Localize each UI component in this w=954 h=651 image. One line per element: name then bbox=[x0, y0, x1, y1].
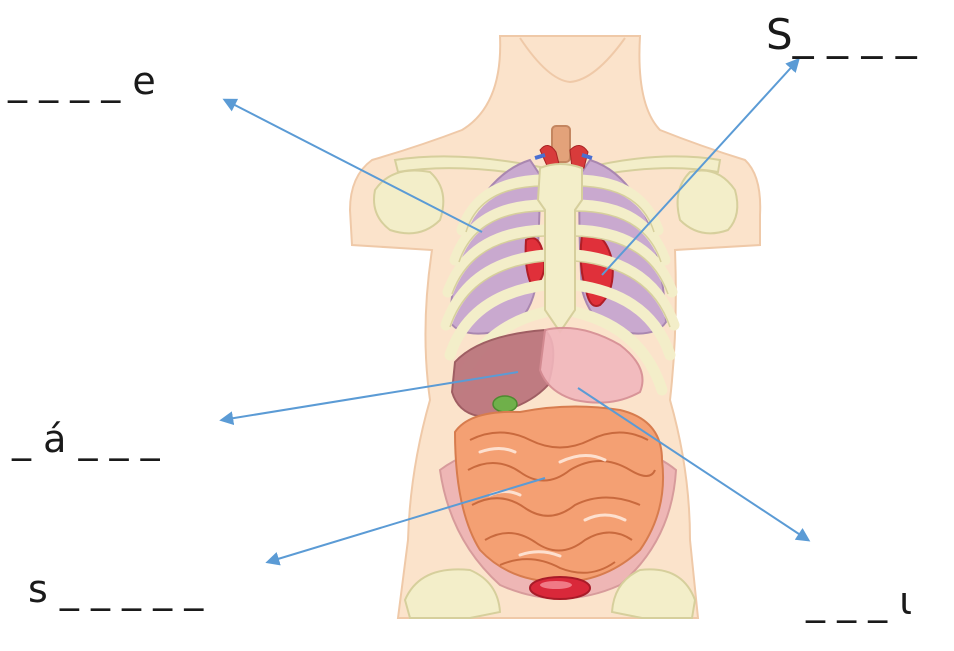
cropped-top-text bbox=[0, 0, 600, 6]
label-lungs: _ _ _ _ e bbox=[8, 62, 156, 100]
label-stomach: _ _ _ ι bbox=[806, 582, 912, 620]
sternum bbox=[538, 164, 582, 332]
left-shoulder-bone bbox=[374, 170, 443, 233]
label-heart: S_ _ _ _ bbox=[766, 14, 917, 56]
gallbladder bbox=[493, 396, 517, 412]
label-liver: _ á _ _ _ bbox=[12, 420, 160, 458]
bladder-highlight bbox=[540, 581, 572, 589]
label-intestine: s _ _ _ _ _ bbox=[28, 570, 203, 608]
